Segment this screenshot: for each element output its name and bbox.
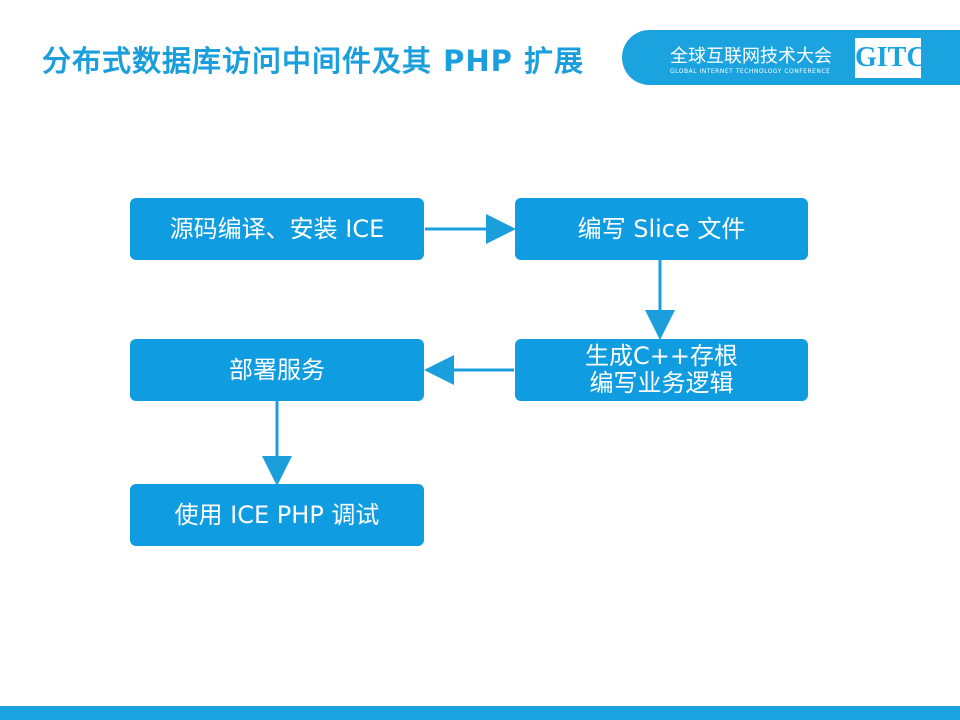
step-label: 编写 Slice 文件: [577, 214, 746, 243]
step-label: 部署服务: [229, 355, 325, 384]
step-compile-install-ice: 源码编译、安装 ICE: [130, 198, 424, 260]
bottom-bar: [0, 706, 960, 720]
logo-mark: GITC: [855, 38, 927, 78]
step-debug-ice-php: 使用 ICE PHP 调试: [130, 484, 424, 546]
gitc-logo: 全球互联网技术大会 GLOBAL INTERNET TECHNOLOGY CON…: [622, 30, 960, 85]
step-generate-stubs: 生成C++存根编写业务逻辑: [515, 339, 808, 401]
step-label: 编写业务逻辑: [589, 369, 734, 397]
logo-cn: 全球互联网技术大会: [670, 46, 832, 67]
step-write-slice: 编写 Slice 文件: [515, 198, 808, 260]
step-label: 源码编译、安装 ICE: [169, 214, 385, 243]
step-deploy-service: 部署服务: [130, 339, 424, 401]
step-label: 生成C++存根: [585, 342, 738, 370]
step-label: 使用 ICE PHP 调试: [174, 500, 380, 529]
logo-en: GLOBAL INTERNET TECHNOLOGY CONFERENCE: [670, 68, 831, 75]
slide-title: 分布式数据库访问中间件及其 PHP 扩展: [42, 44, 584, 78]
